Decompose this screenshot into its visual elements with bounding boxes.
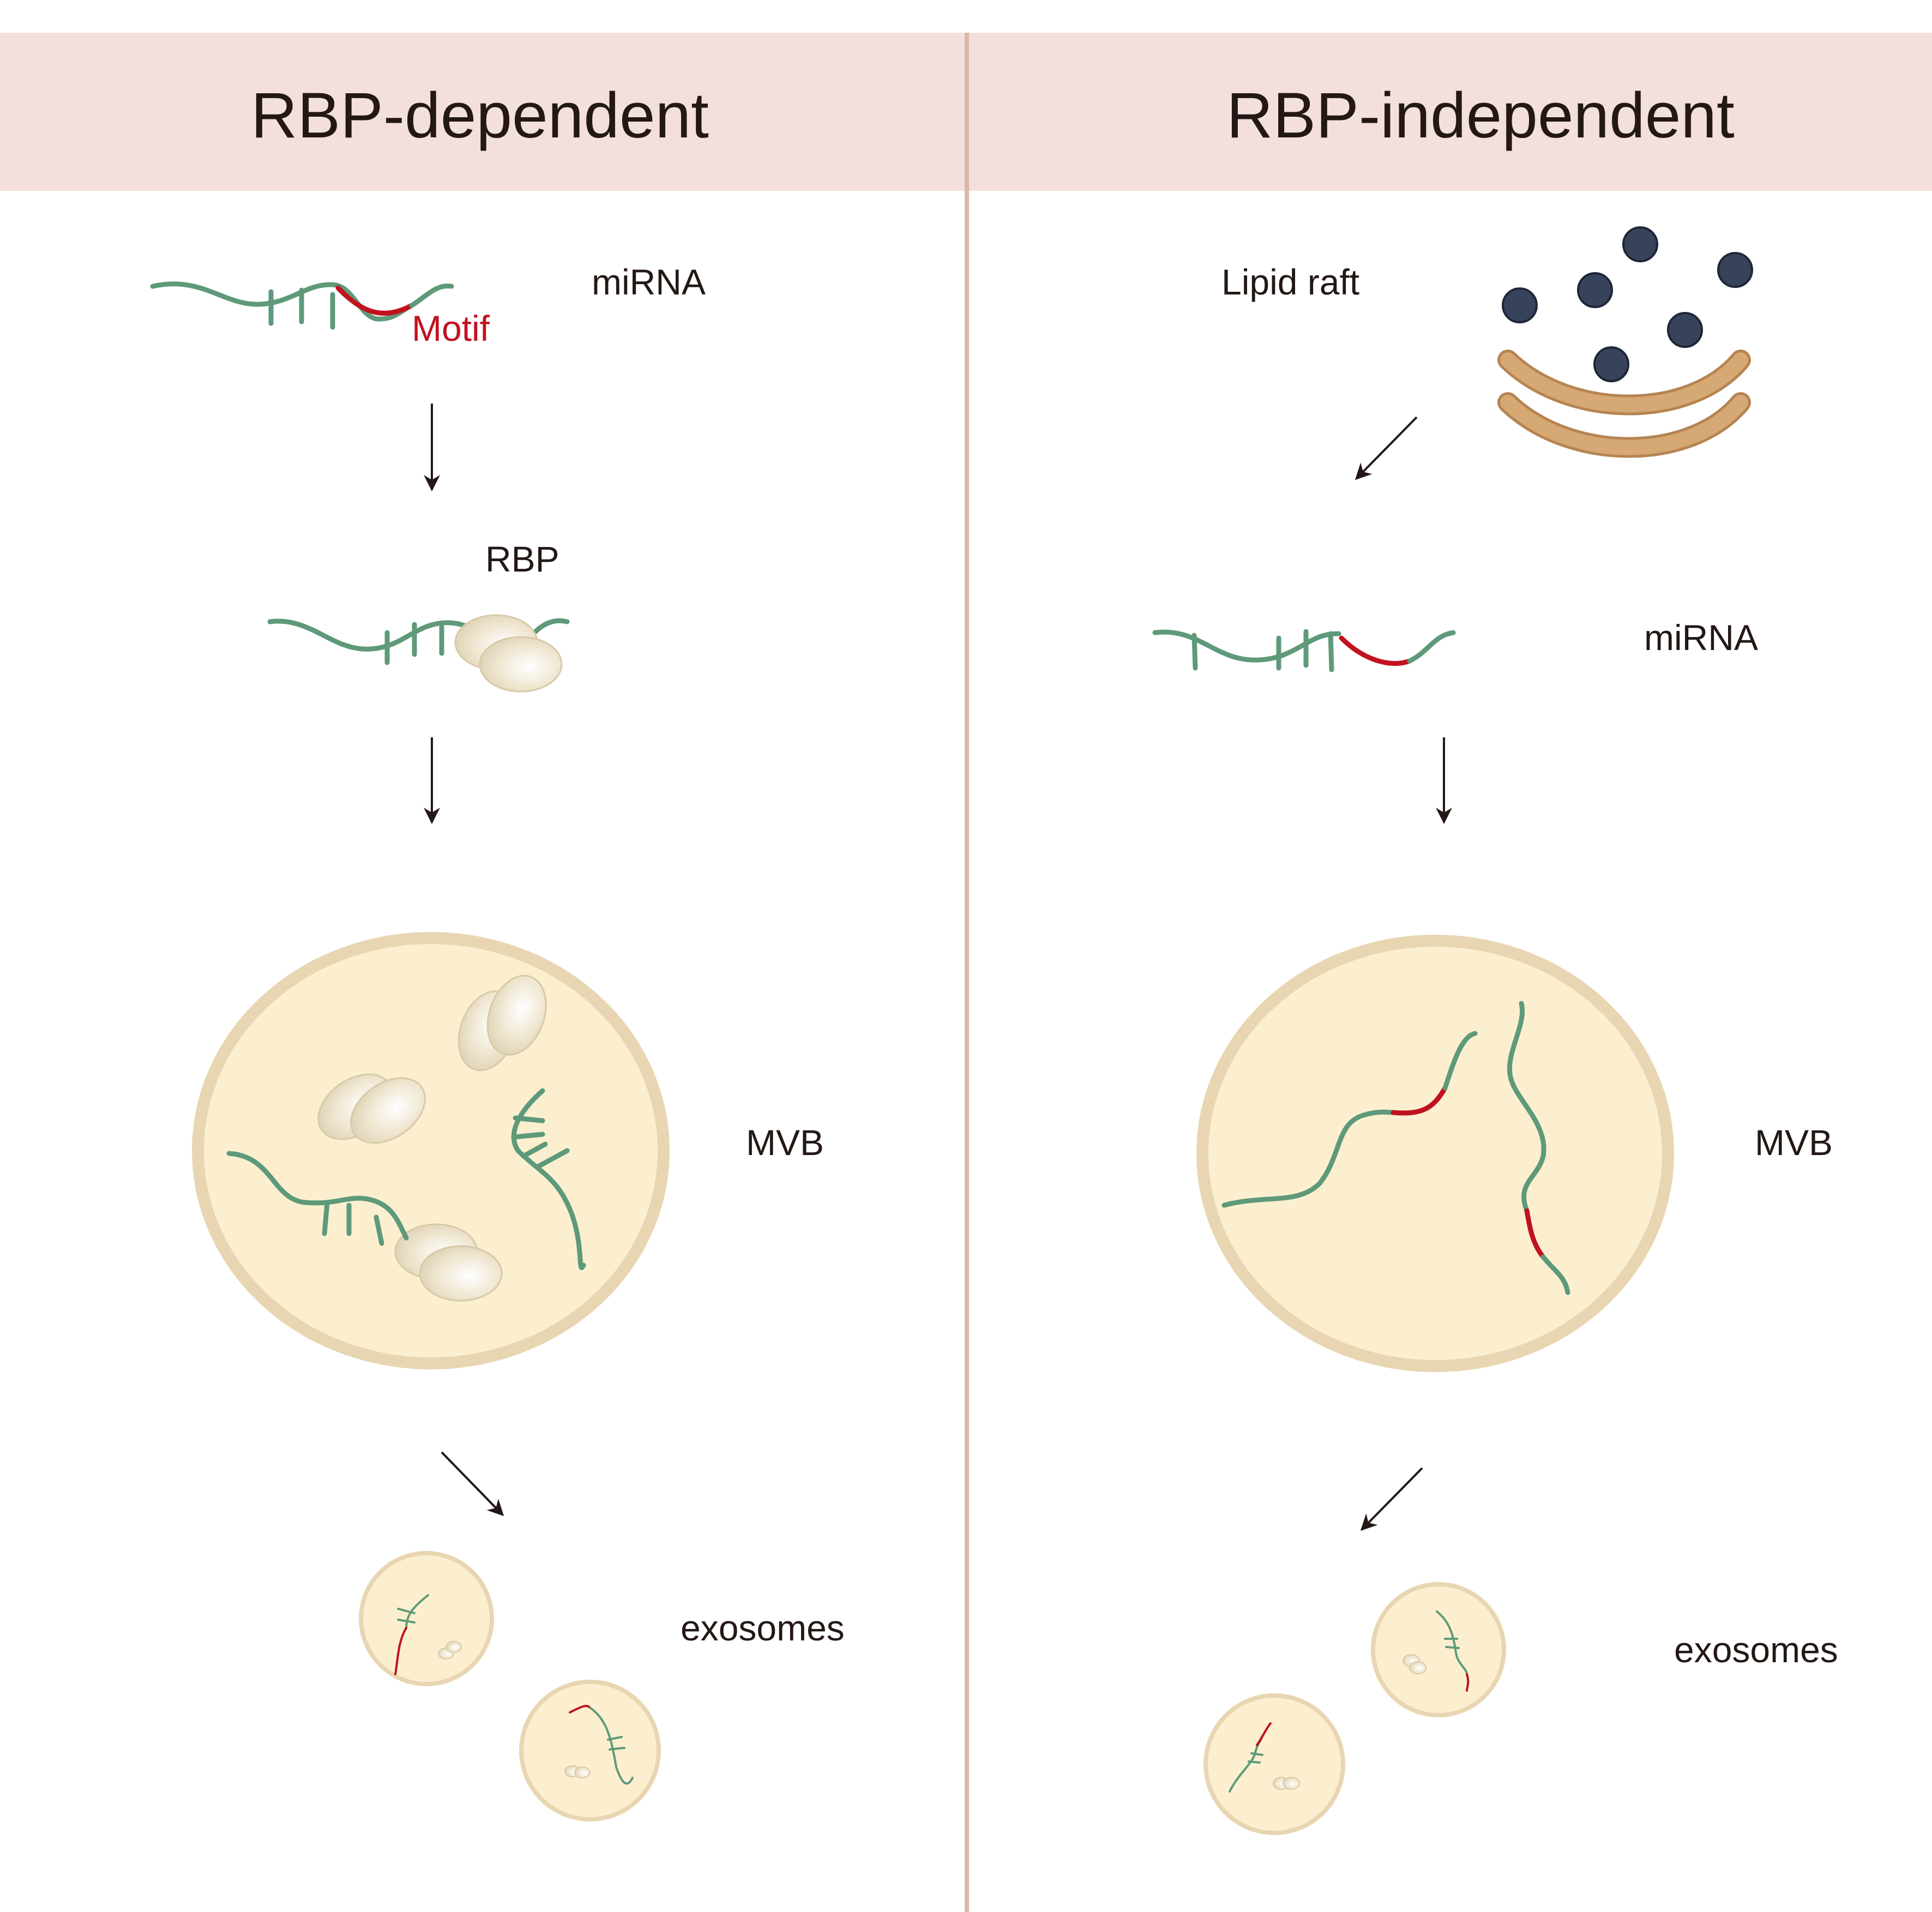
mvb-left-contents [226,959,586,1302]
exosomes-left [359,1551,661,1821]
left-panel: RBP-dependent miRNA Motif RBP [150,80,845,1821]
lipid-raft-label: Lipid raft [1221,262,1359,302]
mirna-label-right: miRNA [1644,617,1758,658]
right-panel: RBP-independent Lipid raft [1152,80,1838,1835]
rbp-label: RBP [485,539,559,579]
arrow-diagonal-3 [441,1451,504,1517]
exosomes-label-left: exosomes [681,1608,845,1648]
exosomes-label-right: exosomes [1674,1630,1838,1670]
lipid-raft [1497,226,1753,458]
left-panel-title: RBP-dependent [251,80,709,152]
arrow-diagonal-right-2 [1360,1467,1423,1531]
exosomes-right [1203,1582,1506,1835]
mvb-label-right: MVB [1755,1122,1833,1163]
motif-label: Motif [412,308,490,348]
mirna-label-left: miRNA [592,262,706,302]
mvb-right-contents [1221,1001,1570,1295]
mvb-label-left: MVB [746,1122,824,1163]
right-panel-title: RBP-independent [1226,80,1735,152]
mvb-right [1196,935,1674,1372]
mirna-right [1152,629,1456,672]
mvb-left [192,932,670,1369]
arrow-diagonal-right-1 [1355,416,1418,480]
mirna-with-motif [150,281,454,330]
